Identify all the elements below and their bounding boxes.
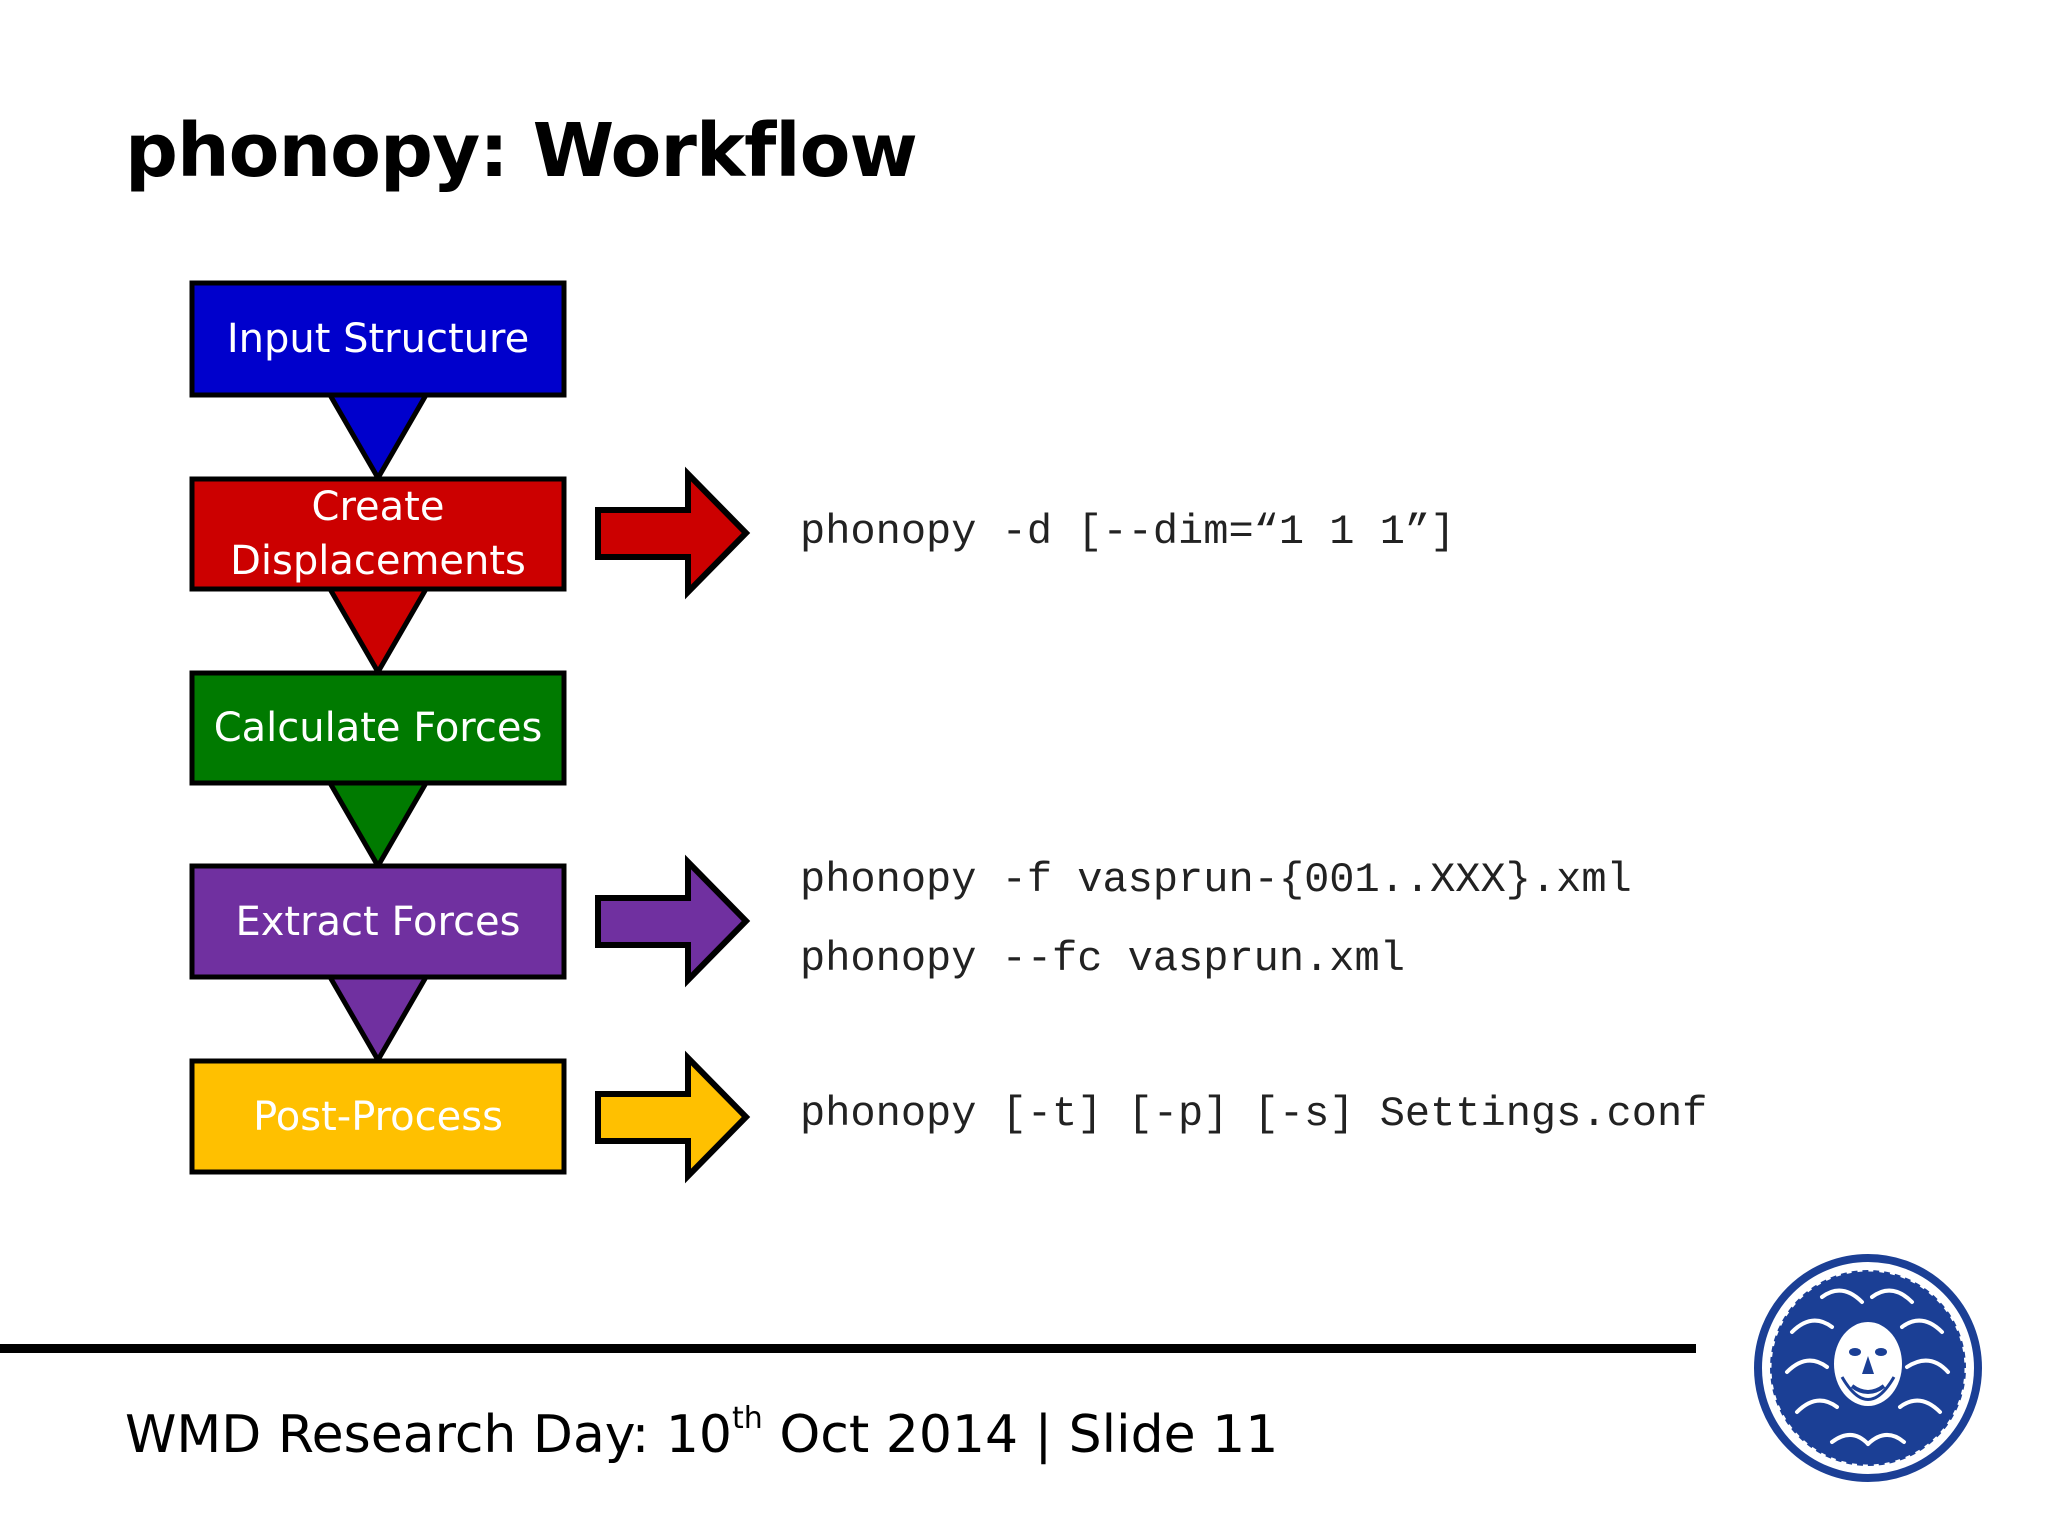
university-seal-icon (1754, 1254, 1982, 1482)
slide-footer: WMD Research Day: 10th Oct 2014 | Slide … (125, 1404, 1279, 1466)
arrow-extract-forces (595, 854, 751, 988)
step-label-calculate-forces: Calculate Forces (192, 701, 564, 755)
arrow-post-process (595, 1050, 751, 1184)
step-box-post-process (189, 1058, 567, 1175)
step-label-line: Create (311, 484, 445, 530)
step-label-create-displacements: Create Displacements (192, 480, 564, 588)
step-label-line: Extract Forces (235, 899, 521, 945)
connector-arrow-2 (325, 586, 431, 677)
step-label-line: Calculate Forces (213, 705, 543, 751)
connector-arrow-3 (325, 780, 431, 871)
slide-title: phonopy: Workflow (125, 108, 918, 194)
footer-superscript: th (732, 1401, 763, 1436)
step-box-extract-forces (189, 863, 567, 980)
command-create-displacements: phonopy -d [--dim=“1 1 1”] (800, 508, 1456, 556)
step-label-post-process: Post-Process (192, 1090, 564, 1144)
step-label-line: Displacements (230, 538, 526, 584)
step-box-calculate-forces (189, 670, 567, 786)
footer-prefix: WMD Research Day: 10 (125, 1405, 733, 1465)
connector-arrow-4 (325, 974, 431, 1065)
step-label-line: Input Structure (226, 316, 530, 362)
footer-rule (0, 1344, 1696, 1353)
command-extract-forces-f: phonopy -f vasprun-{001..XXX}.xml (800, 856, 1632, 904)
step-box-create-displacements (189, 476, 567, 592)
step-box-input-structure (189, 280, 567, 398)
step-label-extract-forces: Extract Forces (192, 895, 564, 949)
step-label-line: Post-Process (253, 1094, 503, 1140)
connector-arrow-1 (325, 392, 431, 483)
arrow-create-displacements (595, 466, 751, 600)
step-label-input-structure: Input Structure (192, 312, 564, 366)
footer-suffix: Oct 2014 | Slide 11 (762, 1405, 1279, 1465)
command-post-process: phonopy [-t] [-p] [-s] Settings.conf (800, 1090, 1708, 1138)
command-extract-forces-fc: phonopy --fc vasprun.xml (800, 935, 1405, 983)
